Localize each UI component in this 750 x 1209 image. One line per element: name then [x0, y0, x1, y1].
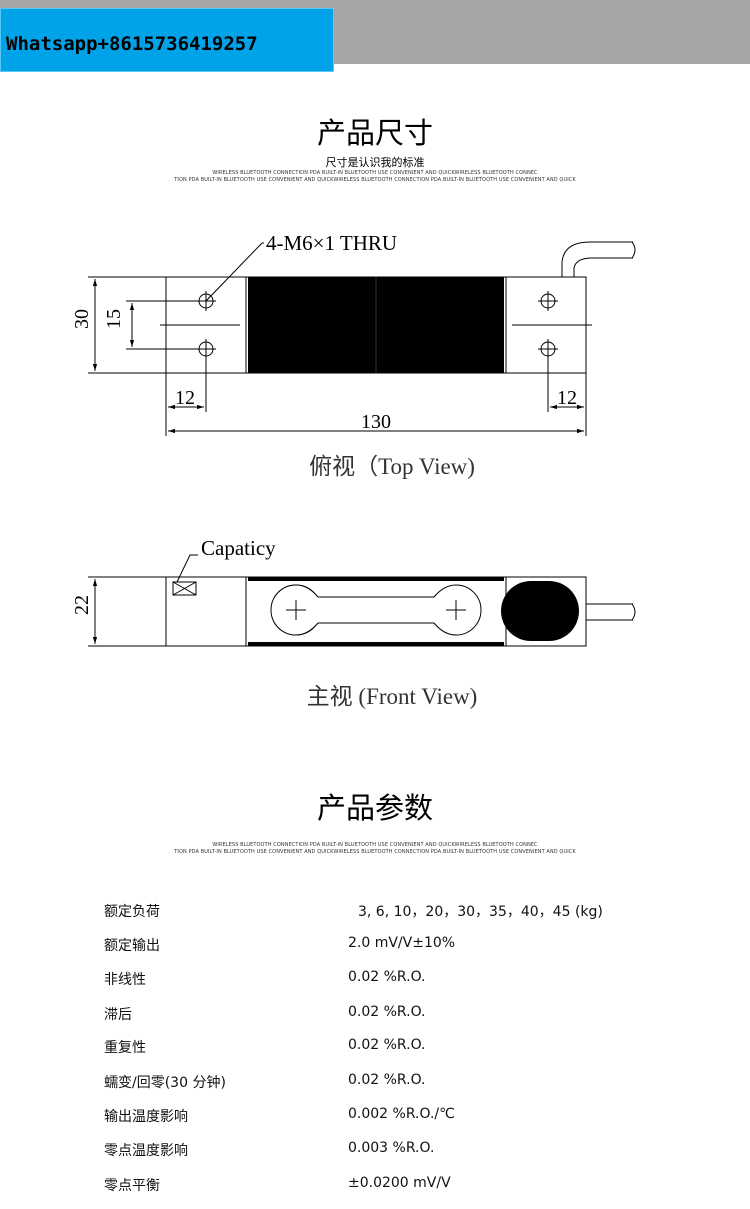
dim-right-12: 12	[557, 387, 577, 409]
spec-row: 滞后 0.02 %R.O.	[104, 1004, 704, 1038]
spec-label: 非线性	[104, 972, 146, 988]
spec-value: 0.02 %R.O.	[348, 1037, 426, 1053]
spec-value: 0.02 %R.O.	[348, 1004, 426, 1020]
dimensions-tagline-2: TION PDA BUILT-IN BLUETOOTH USE CONVENIE…	[174, 177, 576, 183]
spec-row: 额定负荷 3, 6, 10，20，30，35，40，45 (kg)	[104, 901, 704, 935]
dim-length-130: 130	[361, 411, 391, 433]
spec-value: 2.0 mV/V±10%	[348, 935, 456, 951]
spec-row: 重复性 0.02 %R.O.	[104, 1037, 704, 1071]
dimensions-tagline-1: WIRELESS BLUETOOTH CONNECTION PDA BUILT-…	[212, 170, 538, 176]
spec-label: 滞后	[104, 1007, 132, 1023]
spec-label: 蠕变/回零(30 分钟)	[104, 1075, 226, 1091]
spec-value: 0.002 %R.O./℃	[348, 1106, 455, 1122]
spec-label: 额定负荷	[104, 904, 160, 920]
whatsapp-contact: Whatsapp+8615736419257	[6, 33, 258, 55]
params-tagline-2: TION PDA BUILT-IN BLUETOOTH USE CONVENIE…	[174, 849, 576, 855]
sensor-pad	[501, 581, 579, 641]
spec-row: 零点平衡 ±0.0200 mV/V	[104, 1175, 704, 1209]
spec-label: 重复性	[104, 1040, 146, 1056]
spec-value: 0.003 %R.O.	[348, 1140, 435, 1156]
whatsapp-contact-box	[0, 8, 334, 72]
spec-row: 输出温度影响 0.002 %R.O./℃	[104, 1106, 704, 1140]
hole-callout: 4-M6×1 THRU	[266, 231, 397, 255]
spec-value: 0.02 %R.O.	[348, 969, 426, 985]
spec-row: 额定输出 2.0 mV/V±10%	[104, 935, 704, 969]
dimensions-title: 产品尺寸	[316, 116, 433, 150]
front-bottom-band	[248, 642, 504, 646]
spec-row: 非线性 0.02 %R.O.	[104, 969, 704, 1003]
spec-row: 蠕变/回零(30 分钟) 0.02 %R.O.	[104, 1072, 704, 1106]
params-title: 产品参数	[316, 791, 433, 825]
hole-callout-leader	[205, 242, 263, 302]
dim-height-22: 22	[71, 595, 93, 615]
spec-label: 零点平衡	[104, 1178, 160, 1194]
spec-value: 3, 6, 10，20，30，35，40，45 (kg)	[358, 904, 603, 920]
spec-row: 零点温度影响 0.003 %R.O.	[104, 1140, 704, 1174]
spec-label: 零点温度影响	[104, 1143, 188, 1159]
technical-drawing: 4-M6×1 THRU 30 15 12 12 130 俯视（Top View)	[71, 231, 636, 709]
front-view-caption: 主视 (Front View)	[307, 684, 478, 709]
bone-cutout	[270, 584, 482, 636]
dim-height-30: 30	[71, 309, 93, 329]
front-top-band	[248, 577, 504, 581]
spec-value: ±0.0200 mV/V	[348, 1175, 451, 1191]
capacity-label: Capaticy	[201, 536, 276, 560]
params-tagline-1: WIRELESS BLUETOOTH CONNECTION PDA BUILT-…	[212, 842, 538, 848]
dimension-30-lines	[88, 276, 587, 436]
dim-left-12: 12	[175, 387, 195, 409]
top-view-caption: 俯视（Top View)	[309, 454, 475, 479]
spec-value: 0.02 %R.O.	[348, 1072, 426, 1088]
spec-label: 输出温度影响	[104, 1109, 188, 1125]
dim-hole-spacing-15: 15	[103, 309, 125, 329]
dimensions-subtitle: 尺寸是认识我的标准	[325, 156, 425, 169]
plus-icon	[286, 600, 466, 620]
spec-label: 额定输出	[104, 938, 160, 954]
